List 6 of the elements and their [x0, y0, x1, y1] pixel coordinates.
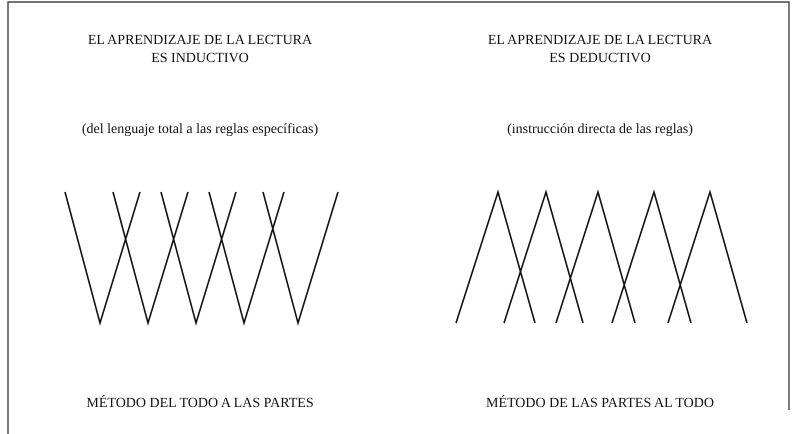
- heading: EL APRENDIZAJE DE LA LECTURA ES DEDUCTIVO: [486, 32, 714, 68]
- method-label: MÉTODO DEL TODO A LAS PARTES: [85, 395, 315, 413]
- method-label: MÉTODO DE LAS PARTES AL TODO: [485, 395, 715, 413]
- subtitle: (del lenguaje total a las reglas específicas): [80, 121, 320, 139]
- subtitle: (instrucción directa de las reglas): [506, 121, 694, 139]
- heading: EL APRENDIZAJE DE LA LECTURA ES INDUCTIVO: [86, 32, 314, 68]
